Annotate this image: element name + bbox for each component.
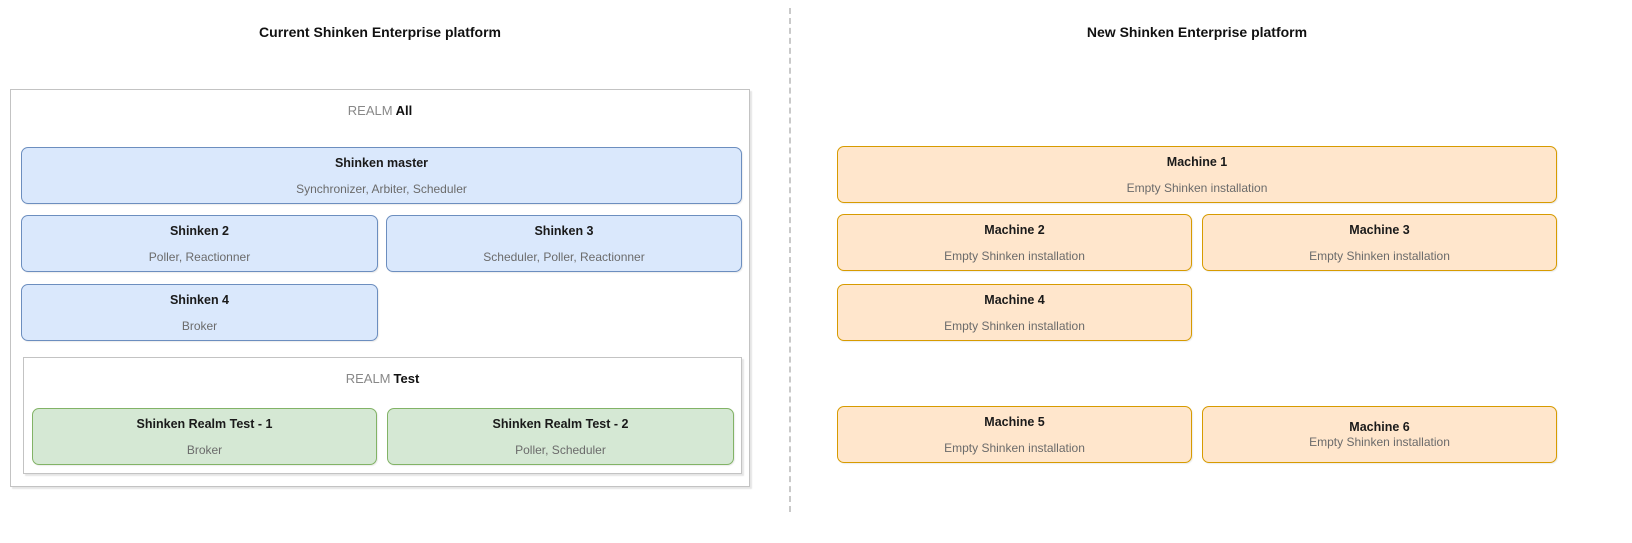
node-machine-1: Machine 1 Empty Shinken installation <box>837 146 1557 203</box>
realm-test-label-name: Test <box>393 371 420 386</box>
machine-status: Empty Shinken installation <box>1309 435 1450 449</box>
node-roles: Broker <box>186 442 223 457</box>
node-shinken-realm-test-1: Shinken Realm Test - 1 Broker <box>32 408 377 465</box>
node-roles: Poller, Reactionner <box>148 249 251 264</box>
machine-status: Empty Shinken installation <box>944 248 1085 263</box>
node-machine-4: Machine 4 Empty Shinken installation <box>837 284 1192 341</box>
machine-title: Machine 5 <box>984 414 1045 429</box>
machine-status: Empty Shinken installation <box>944 318 1085 333</box>
node-shinken-master: Shinken master Synchronizer, Arbiter, Sc… <box>21 147 742 204</box>
node-machine-2: Machine 2 Empty Shinken installation <box>837 214 1192 271</box>
node-machine-6: Machine 6 Empty Shinken installation <box>1202 406 1557 463</box>
node-shinken-realm-test-2: Shinken Realm Test - 2 Poller, Scheduler <box>387 408 734 465</box>
node-title: Shinken 4 <box>169 292 230 307</box>
realm-test-label-prefix: REALM <box>345 371 391 386</box>
node-roles: Broker <box>181 318 218 333</box>
machine-title: Machine 1 <box>1166 154 1228 169</box>
panel-divider-dashed-line <box>789 8 791 512</box>
node-shinken-3: Shinken 3 Scheduler, Poller, Reactionner <box>386 215 742 272</box>
node-roles: Synchronizer, Arbiter, Scheduler <box>296 181 467 196</box>
node-title: Shinken 2 <box>169 223 230 238</box>
realm-all-label-name: All <box>395 103 413 118</box>
machine-status: Empty Shinken installation <box>1309 248 1450 263</box>
machine-status: Empty Shinken installation <box>944 440 1085 455</box>
node-title: Shinken Realm Test - 1 <box>136 416 273 431</box>
node-roles: Scheduler, Poller, Reactionner <box>483 249 645 264</box>
node-title: Shinken master <box>334 155 429 170</box>
machine-title: Machine 2 <box>984 222 1045 237</box>
node-shinken-2: Shinken 2 Poller, Reactionner <box>21 215 378 272</box>
right-panel-title: New Shinken Enterprise platform <box>1086 24 1308 40</box>
machine-title: Machine 3 <box>1349 222 1410 237</box>
machine-title: Machine 6 <box>1349 420 1410 434</box>
node-title: Shinken 3 <box>534 223 594 238</box>
node-roles: Poller, Scheduler <box>515 442 606 457</box>
node-machine-5: Machine 5 Empty Shinken installation <box>837 406 1192 463</box>
machine-status: Empty Shinken installation <box>1126 180 1268 195</box>
left-panel-title: Current Shinken Enterprise platform <box>259 24 501 40</box>
node-title: Shinken Realm Test - 2 <box>492 416 629 431</box>
node-shinken-4: Shinken 4 Broker <box>21 284 378 341</box>
realm-all-label-prefix: REALM <box>347 103 393 118</box>
machine-title: Machine 4 <box>984 292 1045 307</box>
node-machine-3: Machine 3 Empty Shinken installation <box>1202 214 1557 271</box>
